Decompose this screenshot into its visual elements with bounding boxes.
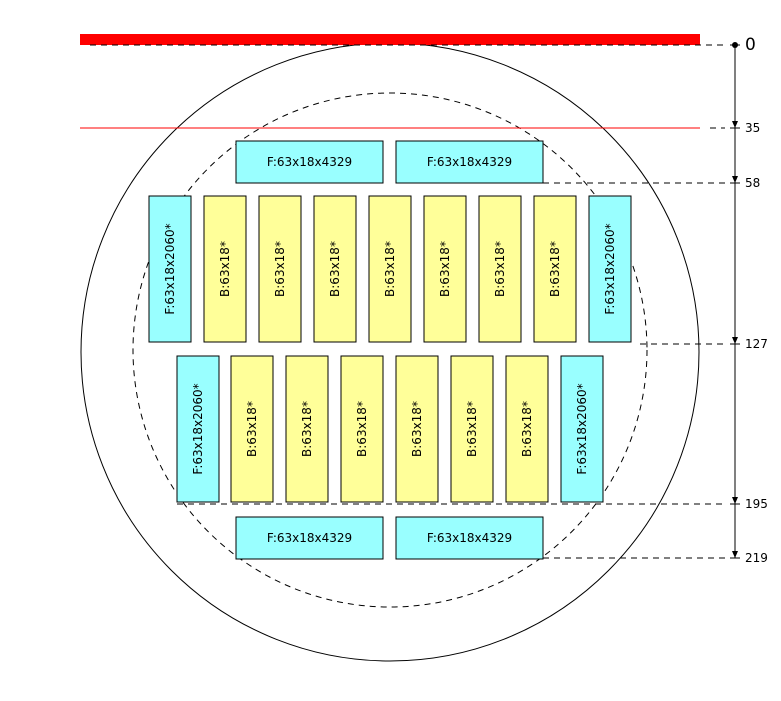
die-label: B:63x18* [218, 241, 232, 297]
front-die: F:63x18x2060* [148, 195, 192, 343]
die-label: B:63x18* [328, 241, 342, 297]
die-label: F:63x18x2060* [603, 223, 617, 314]
die-label: B:63x18* [273, 241, 287, 297]
back-die: B:63x18* [285, 355, 329, 503]
axis-arrowhead [732, 176, 738, 183]
die-rect [395, 516, 544, 560]
axis-arrowhead [732, 497, 738, 504]
die-label: B:63x18* [493, 241, 507, 297]
die-rect [285, 355, 329, 503]
die-rect [235, 140, 384, 184]
die-rect [395, 140, 544, 184]
die-rect [450, 355, 494, 503]
die-rect [313, 195, 357, 343]
die-rect [148, 195, 192, 343]
back-die: B:63x18* [423, 195, 467, 343]
die-rect [176, 355, 220, 503]
die-rect [203, 195, 247, 343]
wafer-outline [80, 42, 700, 662]
back-die: B:63x18* [368, 195, 412, 343]
back-die: B:63x18* [203, 195, 247, 343]
die-rect [230, 355, 274, 503]
axis-arrowhead [732, 551, 738, 558]
die-label: F:63x18x2060* [575, 383, 589, 474]
die-label: B:63x18* [548, 241, 562, 297]
die-label: B:63x18* [300, 401, 314, 457]
front-die: F:63x18x4329 [235, 516, 384, 560]
row-1: F:63x18x4329 F:63x18x4329 [235, 140, 544, 184]
die-rect [533, 195, 577, 343]
die-rect [560, 355, 604, 503]
cut-level-label: 195 [745, 497, 768, 511]
edge-exclusion-bar [80, 34, 700, 45]
back-die: B:63x18* [340, 355, 384, 503]
die-label: B:63x18* [410, 401, 424, 457]
die-label: F:63x18x4329 [427, 155, 512, 169]
cut-axis: 0 35 58 127 195 219 [730, 35, 768, 565]
cut-level-label: 58 [745, 176, 760, 190]
row-2: F:63x18x2060* B:63x18* B:63x18* B:63x18* B:6… [148, 195, 632, 343]
die-rect [258, 195, 302, 343]
die-label: F:63x18x4329 [267, 155, 352, 169]
back-die: B:63x18* [395, 355, 439, 503]
back-die: B:63x18* [230, 355, 274, 503]
cut-guides [90, 44, 725, 559]
back-die: B:63x18* [258, 195, 302, 343]
front-die: F:63x18x2060* [588, 195, 632, 343]
back-die: B:63x18* [533, 195, 577, 343]
front-die: F:63x18x2060* [176, 355, 220, 503]
die-label: F:63x18x4329 [427, 531, 512, 545]
die-rect [368, 195, 412, 343]
front-die: F:63x18x4329 [395, 516, 544, 560]
front-die: F:63x18x2060* [560, 355, 604, 503]
cut-level-label: 219 [745, 551, 768, 565]
die-rect [478, 195, 522, 343]
front-die: F:63x18x4329 [235, 140, 384, 184]
die-rect [423, 195, 467, 343]
die-label: B:63x18* [355, 401, 369, 457]
usable-area-outline [132, 92, 648, 608]
die-label: F:63x18x4329 [267, 531, 352, 545]
cut-level-label: 127 [745, 337, 768, 351]
die-label: B:63x18* [438, 241, 452, 297]
back-die: B:63x18* [450, 355, 494, 503]
row-3: F:63x18x2060* B:63x18* B:63x18* B:63x18* B:6… [176, 355, 604, 503]
die-rect [395, 355, 439, 503]
row-4: F:63x18x4329 F:63x18x4329 [235, 516, 544, 560]
die-label: B:63x18* [465, 401, 479, 457]
cut-level-label: 0 [745, 35, 756, 55]
back-die: B:63x18* [478, 195, 522, 343]
cut-level-label: 35 [745, 121, 760, 135]
die-label: B:63x18* [245, 401, 259, 457]
die-label: F:63x18x2060* [191, 383, 205, 474]
die-rect [588, 195, 632, 343]
die-label: B:63x18* [520, 401, 534, 457]
axis-arrowhead [732, 337, 738, 344]
die-label: F:63x18x2060* [163, 223, 177, 314]
die-rect [235, 516, 384, 560]
die-rect [340, 355, 384, 503]
die-rect [505, 355, 549, 503]
back-die: B:63x18* [505, 355, 549, 503]
back-die: B:63x18* [313, 195, 357, 343]
die-label: B:63x18* [383, 241, 397, 297]
front-die: F:63x18x4329 [395, 140, 544, 184]
axis-arrowhead [732, 121, 738, 128]
